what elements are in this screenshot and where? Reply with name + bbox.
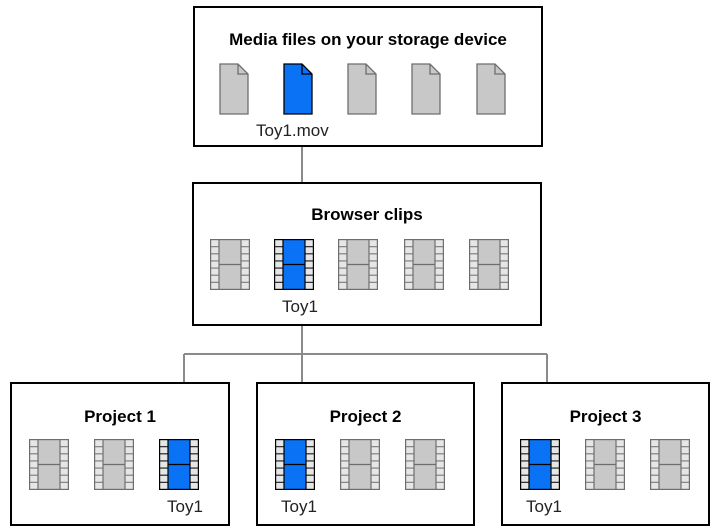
highlighted-film-clip-icon bbox=[520, 439, 560, 490]
film-clip-icon bbox=[469, 239, 509, 290]
media-file-icon bbox=[219, 63, 249, 115]
media-file-icon bbox=[411, 63, 441, 115]
storage-title: Media files on your storage device bbox=[229, 30, 507, 49]
browser-title: Browser clips bbox=[311, 205, 423, 224]
storage-device-box: Media files on your storage device Toy1.… bbox=[193, 6, 543, 147]
media-file-icon bbox=[476, 63, 506, 115]
film-clip-icon bbox=[94, 439, 134, 490]
storage.files-item-label: Toy1.mov bbox=[256, 121, 329, 140]
project-1-box: Project 1 Toy1 bbox=[10, 382, 230, 526]
film-clip-icon bbox=[650, 439, 690, 490]
project-3-title: Project 3 bbox=[569, 407, 642, 426]
project-3-box: Project 3 Toy1 bbox=[501, 382, 710, 526]
film-clip-icon bbox=[338, 239, 378, 290]
project-2-box: Project 2 Toy1 bbox=[256, 382, 475, 526]
projects.2.clips-item-label: Toy1 bbox=[526, 497, 562, 516]
project-1-title: Project 1 bbox=[84, 407, 156, 426]
browser-clips-box: Browser clips Toy1 bbox=[192, 182, 542, 326]
projects.1.clips-item-label: Toy1 bbox=[281, 497, 317, 516]
film-clip-icon bbox=[405, 439, 445, 490]
film-clip-icon bbox=[29, 439, 69, 490]
film-clip-icon bbox=[404, 239, 444, 290]
highlighted-film-clip-icon bbox=[274, 239, 314, 290]
film-clip-icon bbox=[585, 439, 625, 490]
projects.0.clips-item-label: Toy1 bbox=[167, 497, 203, 516]
highlighted-media-file-icon bbox=[283, 63, 313, 115]
film-clip-icon bbox=[340, 439, 380, 490]
project-2-title: Project 2 bbox=[329, 407, 402, 426]
browser.clips-item-label: Toy1 bbox=[282, 297, 318, 316]
media-file-icon bbox=[347, 63, 377, 115]
highlighted-film-clip-icon bbox=[159, 439, 199, 490]
highlighted-film-clip-icon bbox=[275, 439, 315, 490]
film-clip-icon bbox=[210, 239, 250, 290]
